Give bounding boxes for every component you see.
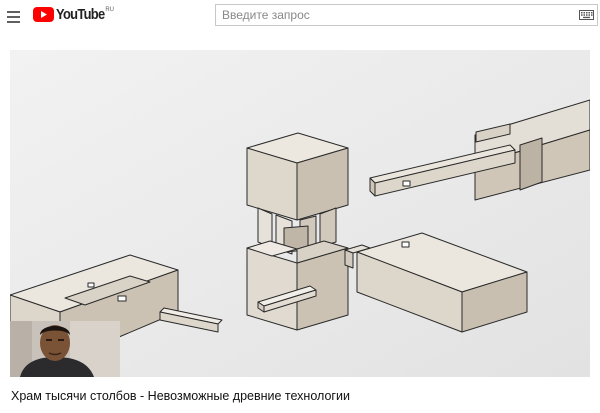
- youtube-play-icon: [33, 7, 54, 22]
- video-player[interactable]: [10, 50, 590, 377]
- post-top: [246, 132, 349, 255]
- logo-region-code: RU: [105, 7, 115, 13]
- hamburger-menu-icon[interactable]: [3, 6, 25, 28]
- keyboard-icon[interactable]: [579, 10, 594, 20]
- presenter-webcam-overlay: [10, 321, 120, 377]
- youtube-logo[interactable]: YouTube RU: [33, 6, 114, 28]
- post-bottom: [246, 240, 349, 331]
- top-bar: YouTube RU: [0, 0, 600, 34]
- search-box: [215, 4, 598, 26]
- beam-lower-right: [344, 232, 528, 333]
- search-input[interactable]: [216, 5, 582, 25]
- beam-top-right: [369, 99, 590, 201]
- presenter-avatar: [10, 321, 120, 377]
- video-title[interactable]: Храм тысячи столбов - Невозможные древни…: [11, 389, 350, 403]
- logo-wordmark: YouTube: [56, 6, 105, 23]
